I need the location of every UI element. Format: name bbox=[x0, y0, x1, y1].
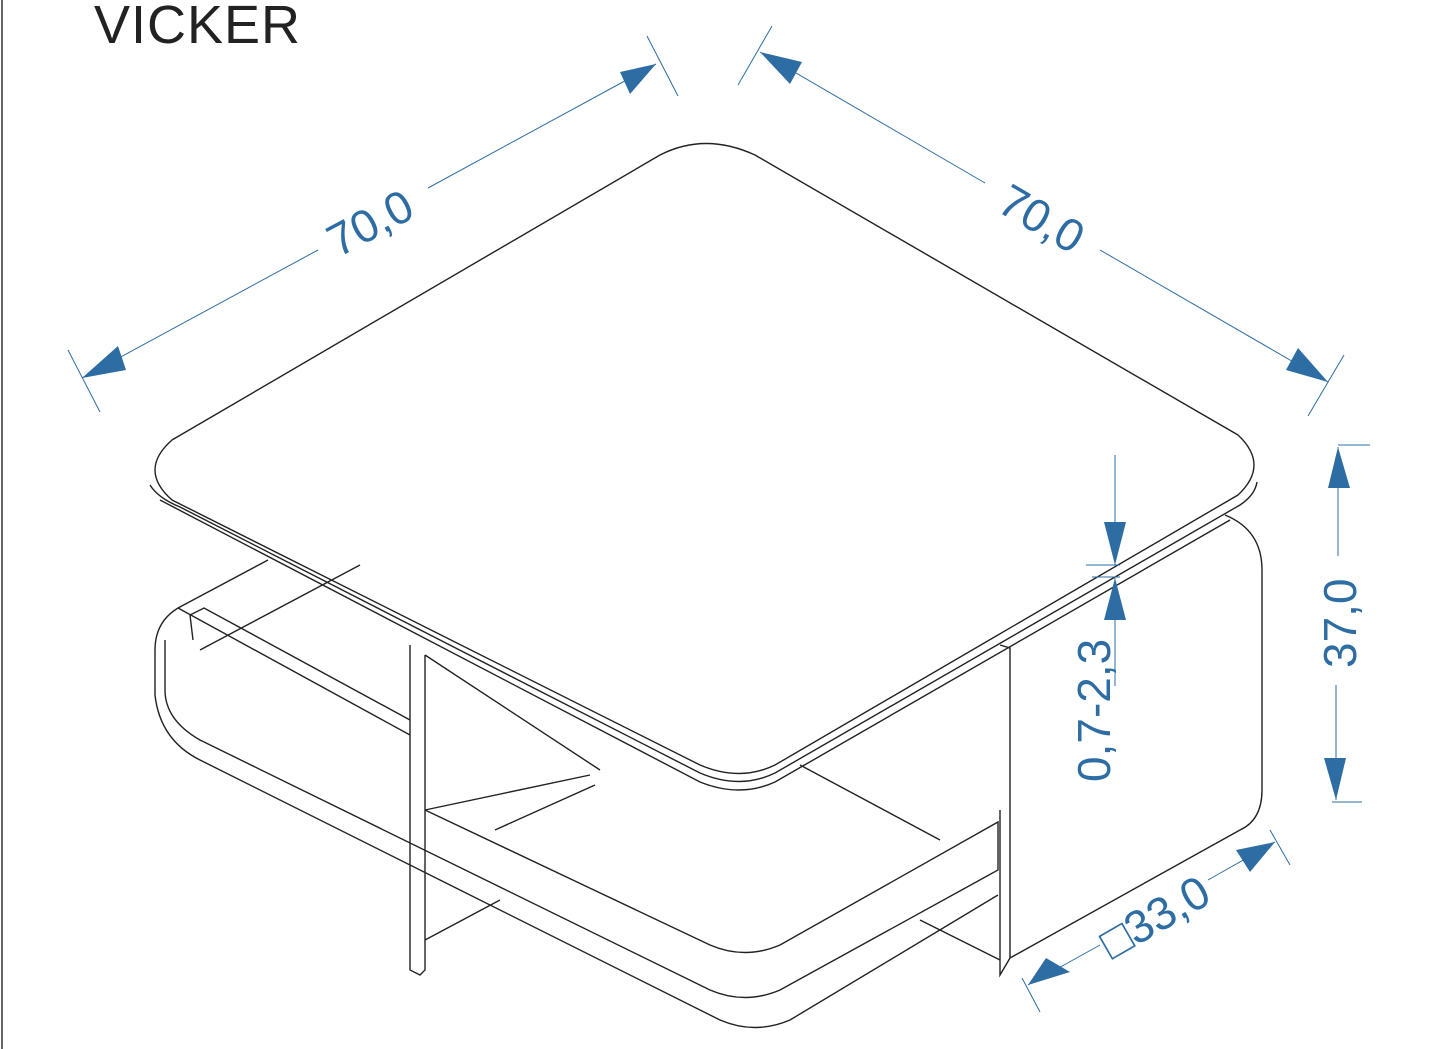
dimension-label: 0,7-2,3 bbox=[1068, 639, 1120, 782]
arrow-icon bbox=[1236, 842, 1275, 872]
dimension-width-right: 70,0 bbox=[737, 25, 1345, 417]
extension-line bbox=[67, 349, 101, 413]
arrow-icon bbox=[760, 52, 802, 84]
product-title: VICKER bbox=[94, 0, 302, 55]
dimension-height: 37,0 bbox=[1314, 444, 1370, 803]
dimension-label: 70,0 bbox=[318, 179, 421, 267]
dimension-width-left: 70,0 bbox=[67, 35, 679, 413]
dimension-leg-size: □33,0 bbox=[1021, 829, 1291, 1013]
dimension-line bbox=[759, 51, 986, 184]
extension-line bbox=[646, 35, 679, 97]
arrow-icon bbox=[82, 346, 126, 378]
table-top-edge-lower bbox=[159, 499, 1231, 791]
table-top-surface bbox=[154, 142, 1255, 775]
arrow-icon bbox=[1324, 758, 1346, 800]
extension-line bbox=[1021, 977, 1041, 1013]
arrow-icon bbox=[1328, 447, 1350, 488]
arrow-icon bbox=[1104, 578, 1126, 620]
dimension-label: □33,0 bbox=[1091, 865, 1219, 969]
lower-frame bbox=[154, 559, 1001, 1029]
dimension-top-thickness: 0,7-2,3 bbox=[1068, 455, 1126, 782]
arrow-icon bbox=[1286, 348, 1328, 382]
right-side-panel bbox=[1009, 514, 1263, 959]
extension-line bbox=[737, 25, 773, 86]
arrow-icon bbox=[1104, 522, 1126, 565]
extension-line bbox=[1307, 354, 1345, 417]
extension-line bbox=[1269, 829, 1291, 866]
front-leg bbox=[999, 644, 1011, 978]
dimension-line bbox=[1099, 249, 1329, 383]
arrow-icon bbox=[620, 64, 656, 94]
table-top-edge bbox=[149, 481, 1258, 783]
dimension-label: 37,0 bbox=[1314, 578, 1366, 668]
arrow-icon bbox=[1028, 958, 1070, 985]
dimension-label: 70,0 bbox=[990, 174, 1094, 264]
table-drawing bbox=[149, 142, 1263, 1029]
dimension-line bbox=[427, 63, 657, 189]
